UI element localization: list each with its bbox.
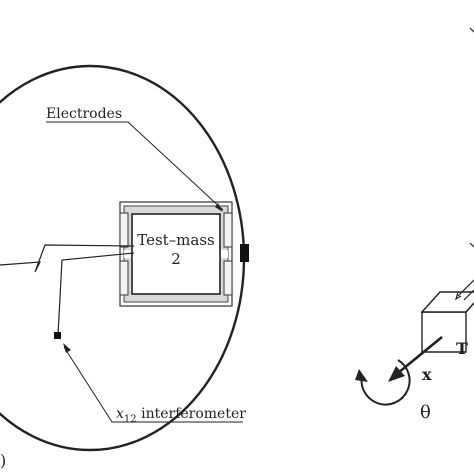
axis-tick-top (469, 27, 474, 33)
interferometer-label: x12 interferometer (116, 406, 246, 425)
electrodes-leader (46, 121, 224, 211)
panel-marker: ) (0, 451, 6, 470)
axis-tick-mid (469, 242, 474, 248)
x-axis-label: x (422, 365, 432, 384)
test-mass-cube (131, 213, 221, 295)
port-marker (240, 244, 249, 262)
x-axis-arrow (388, 335, 443, 382)
interferometer-arrowhead (63, 343, 71, 353)
interferometer-detector (54, 332, 61, 339)
cube-partial-label: T (456, 339, 468, 358)
electrode-plates (119, 212, 233, 296)
theta-label: θ (420, 402, 431, 423)
incoming-force-arrows (455, 279, 474, 301)
electrodes-label: Electrodes (46, 106, 122, 122)
laser-beam-path (0, 244, 135, 273)
test-mass-number: 2 (171, 250, 181, 268)
interferometer-leader (63, 346, 243, 423)
right-cube (420, 291, 474, 353)
rotation-arc (355, 359, 411, 406)
test-mass-label: Test–mass (137, 231, 215, 249)
interferometer-path (57, 252, 135, 336)
electrodes-arrowhead (215, 203, 223, 212)
